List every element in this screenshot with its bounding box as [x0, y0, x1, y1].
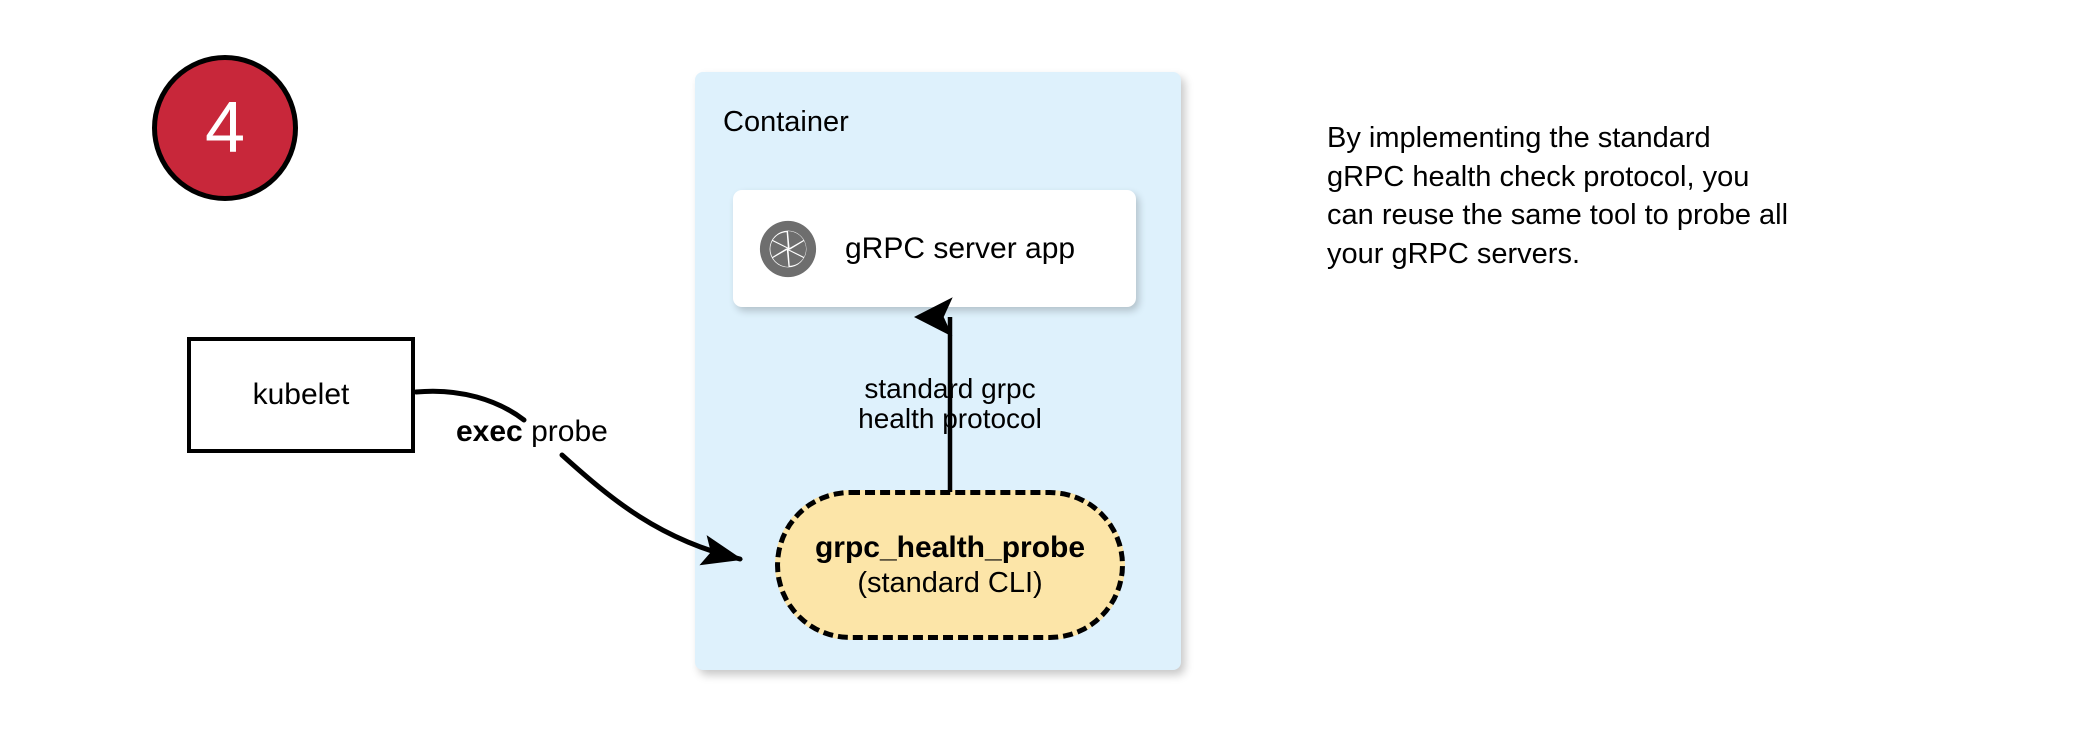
standard-protocol-label: standard grpc health protocol	[830, 373, 1070, 435]
protocol-label-line-2: health protocol	[858, 403, 1042, 435]
annotation-line-1: By implementing the standard	[1327, 122, 1711, 154]
exec-probe-keyword: exec	[456, 415, 523, 448]
grpc-health-probe-title: grpc_health_probe	[814, 531, 1086, 565]
annotation-line-2: gRPC health check protocol, you	[1327, 160, 1750, 193]
kubelet-node: kubelet	[187, 337, 415, 453]
step-number-text: 4	[204, 88, 246, 168]
annotation-line-4: your gRPC servers.	[1327, 237, 1581, 270]
kubelet-label: kubelet	[252, 378, 350, 411]
annotation-line-3: can reuse the same tool to probe all	[1327, 199, 1789, 232]
grpc-server-app-label: gRPC server app	[845, 231, 1076, 265]
protocol-label-line-1: standard grpc	[864, 373, 1036, 404]
grpc-health-probe-node: grpc_health_probe (standard CLI)	[775, 490, 1125, 640]
annotation-text: By implementing the standard gRPC health…	[1327, 119, 1907, 273]
exec-probe-label: exec probe	[456, 417, 608, 447]
container-label: Container	[723, 106, 849, 138]
grpc-server-app-card: gRPC server app	[733, 190, 1136, 307]
aperture-icon	[759, 220, 817, 277]
step-number-badge: 4	[152, 55, 298, 201]
exec-probe-rest: probe	[522, 415, 608, 448]
grpc-health-probe-subtitle: (standard CLI)	[857, 566, 1043, 599]
